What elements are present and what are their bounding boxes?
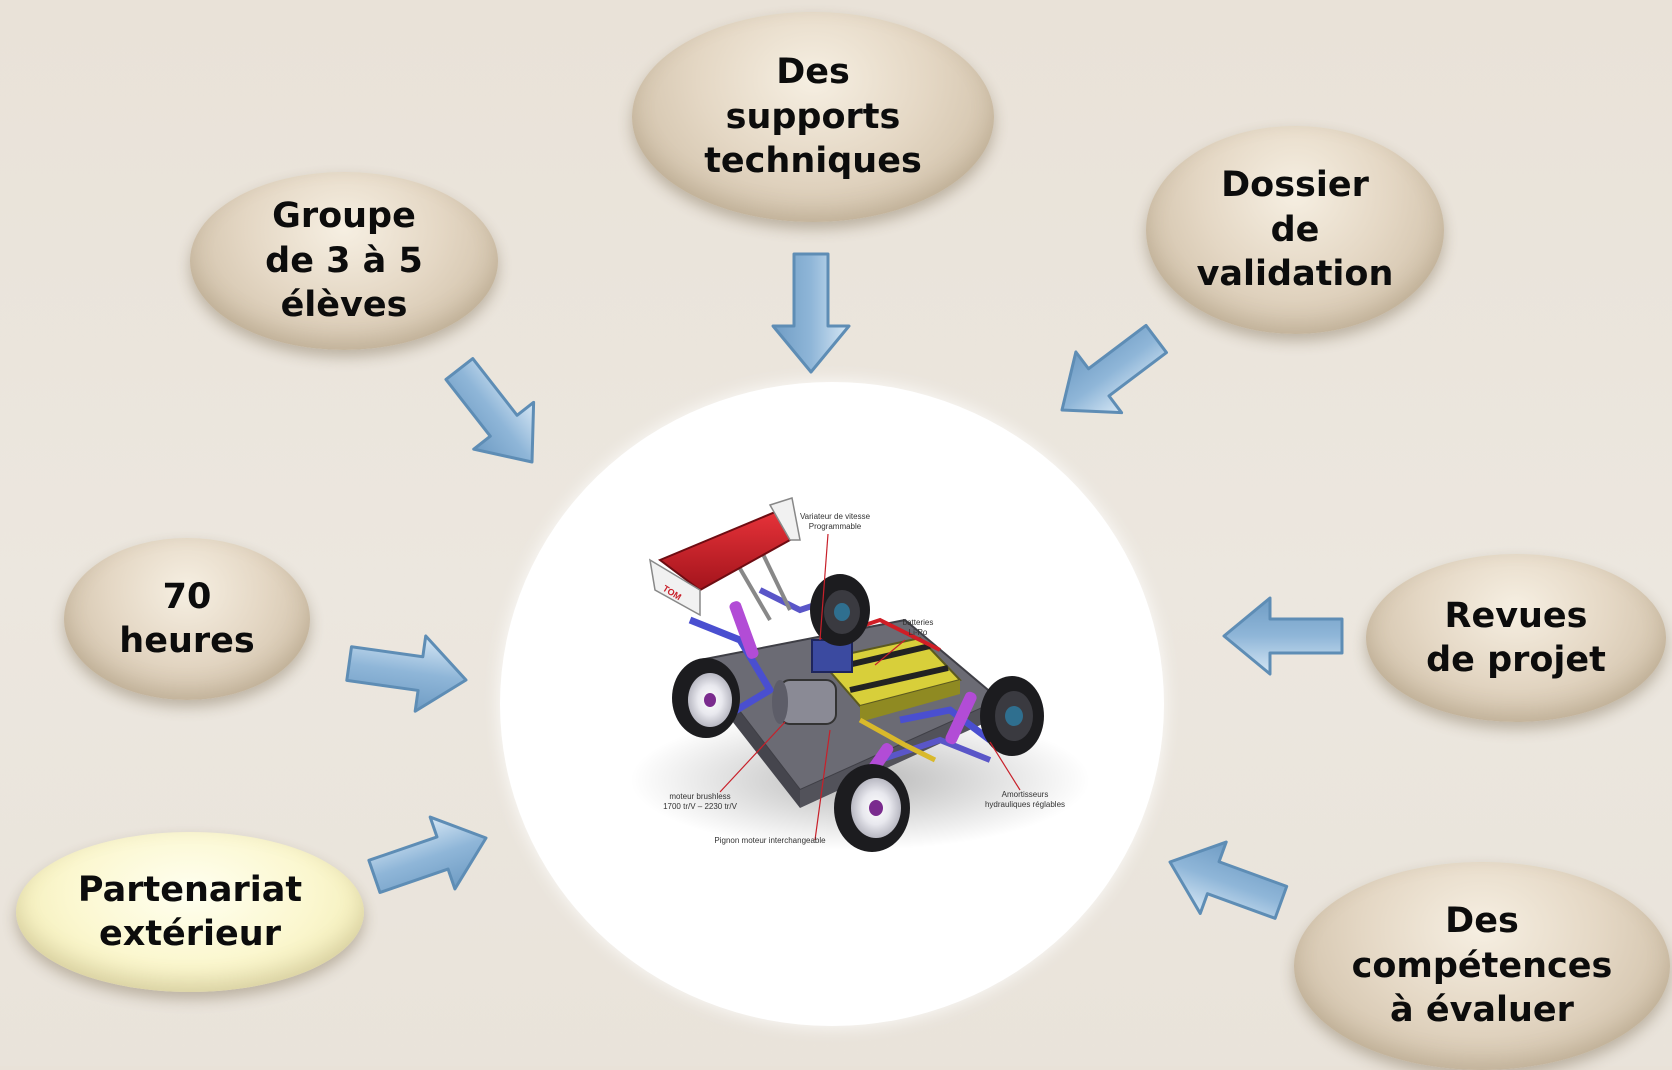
bubble-competences: Des compétences à évaluer xyxy=(1294,862,1670,1070)
arrow-left-icon xyxy=(1222,596,1344,676)
wheel-rear-left xyxy=(672,658,740,738)
bubble-dossier-validation: Dossier de validation xyxy=(1146,126,1444,334)
arrow-up-left-icon xyxy=(1168,840,1289,920)
bubble-label: Dossier de validation xyxy=(1196,165,1394,295)
bubble-revues-projet: Revues de projet xyxy=(1366,554,1666,722)
wheel-rear-right xyxy=(810,574,870,646)
arrow-right-icon xyxy=(345,634,468,713)
bubble-partenariat: Partenariat extérieur xyxy=(16,832,364,992)
rc-buggy-illustration: TOM xyxy=(630,497,1090,852)
car-label-moteur: moteur brushless 1700 tr/V – 2230 tr/V xyxy=(663,792,737,811)
car-label-variateur: Variateur de vitesse Programmable xyxy=(799,512,871,531)
arrow-down-right-icon xyxy=(444,357,536,464)
arrow-down-icon xyxy=(771,252,851,374)
bubble-supports-techniques: Des supports techniques xyxy=(632,12,994,222)
bubble-label: 70 heures xyxy=(119,576,255,661)
bubble-label: Groupe de 3 à 5 élèves xyxy=(265,196,423,326)
arrow-down-left-icon xyxy=(1060,323,1168,415)
wheel-front-left xyxy=(834,764,910,852)
wheel-front-right xyxy=(980,676,1044,756)
bubble-label: Des compétences à évaluer xyxy=(1351,901,1613,1031)
car-label-batteries: batteries Li-Po xyxy=(902,618,934,637)
bubble-groupe: Groupe de 3 à 5 élèves xyxy=(190,172,498,350)
car-label-pignon: Pignon moteur interchangeable xyxy=(714,836,826,845)
bubble-label: Revues de projet xyxy=(1426,595,1606,680)
car-label-amortisseurs: Amortisseurs hydrauliques réglables xyxy=(984,790,1066,809)
bubble-label: Des supports techniques xyxy=(704,52,922,182)
arrow-up-right-icon xyxy=(367,815,488,894)
bubble-heures: 70 heures xyxy=(64,538,310,700)
bubble-label: Partenariat extérieur xyxy=(77,869,303,954)
